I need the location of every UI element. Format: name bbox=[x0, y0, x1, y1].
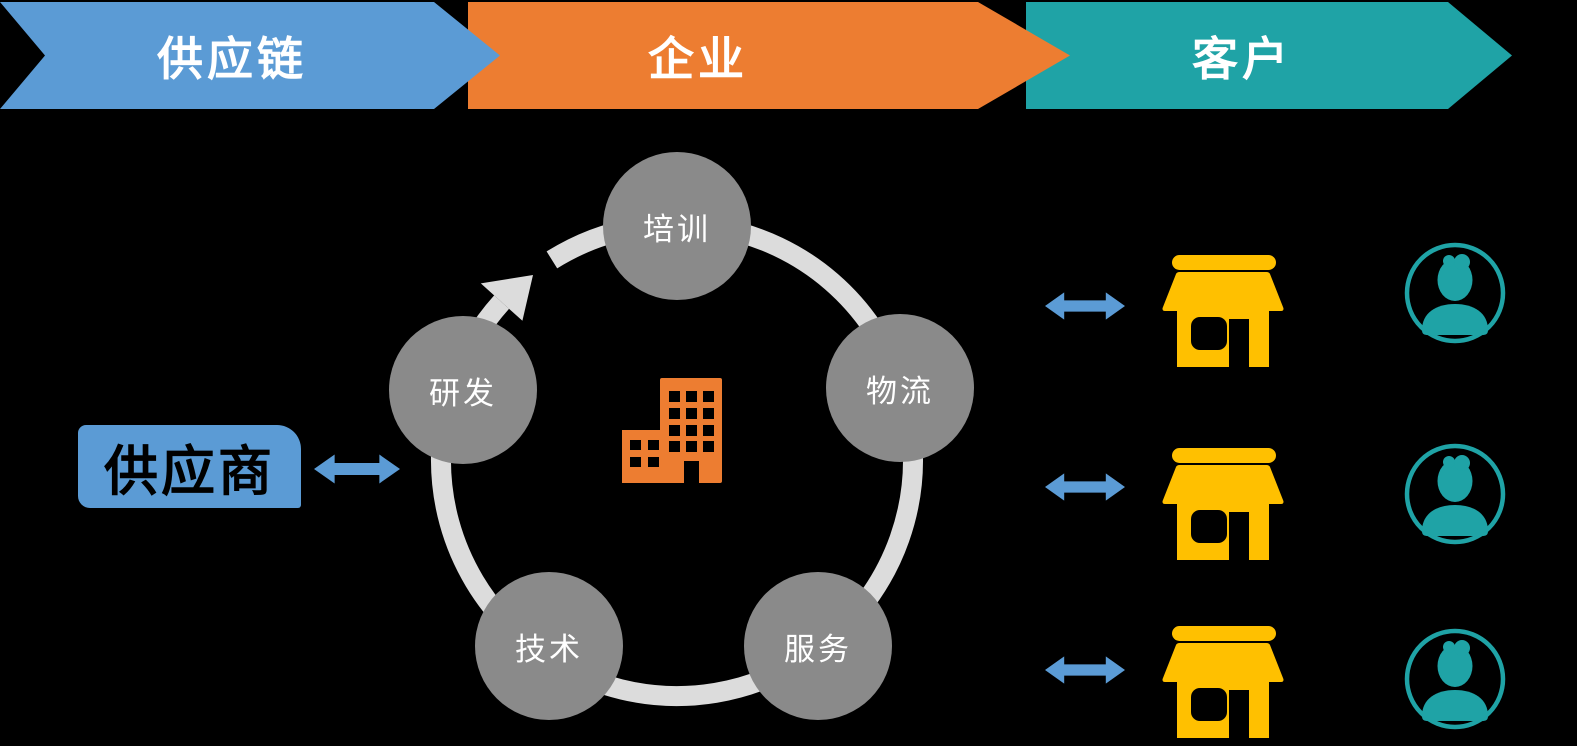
node-service: 服务 bbox=[744, 572, 892, 720]
supplier-label: 供应商 bbox=[104, 442, 275, 502]
node-technology-label: 技术 bbox=[515, 631, 583, 667]
supplier-box: 供应商 bbox=[78, 425, 301, 508]
banner-enterprise: 企业 bbox=[468, 2, 1070, 109]
banner-enterprise-label: 企业 bbox=[648, 32, 748, 85]
banner-customers: 客户 bbox=[1026, 2, 1512, 109]
customer-row3-store-icon bbox=[1162, 620, 1284, 740]
node-training-label: 培训 bbox=[643, 211, 711, 247]
customer-row2-avatar-icon bbox=[1403, 442, 1507, 546]
customer-row1-store-icon bbox=[1162, 249, 1284, 369]
customer-row1-double-arrow-icon bbox=[1045, 290, 1125, 322]
banner-customers-label: 客户 bbox=[1192, 32, 1292, 85]
node-service-label: 服务 bbox=[784, 631, 852, 667]
customer-row1-avatar-icon bbox=[1403, 241, 1507, 345]
node-logistics: 物流 bbox=[826, 314, 974, 462]
banner-supply-chain-label: 供应链 bbox=[157, 32, 307, 85]
node-technology: 技术 bbox=[475, 572, 623, 720]
customer-row2-double-arrow-icon bbox=[1045, 471, 1125, 503]
node-logistics-label: 物流 bbox=[866, 373, 934, 409]
cycle-arrowhead-icon bbox=[480, 275, 533, 321]
node-rnd: 研发 bbox=[389, 316, 537, 464]
node-training: 培训 bbox=[603, 152, 751, 300]
customer-row2-store-icon bbox=[1162, 442, 1284, 562]
node-rnd-label: 研发 bbox=[429, 375, 497, 411]
building-icon bbox=[622, 378, 722, 483]
banner-supply-chain: 供应链 bbox=[0, 2, 500, 109]
customer-row3-avatar-icon bbox=[1403, 627, 1507, 731]
supplier-double-arrow-icon bbox=[314, 452, 400, 486]
customer-row3-double-arrow-icon bbox=[1045, 654, 1125, 686]
